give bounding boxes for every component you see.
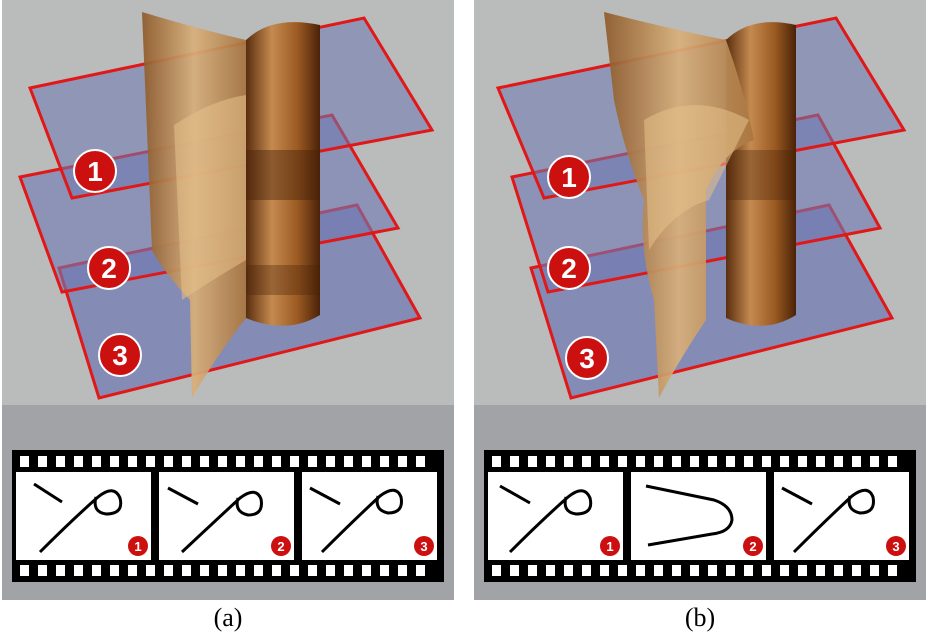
surface-highlight — [174, 95, 246, 300]
sprocket-row-top — [492, 456, 897, 467]
u-turn-curve — [645, 484, 734, 547]
loop-curve — [781, 486, 875, 554]
svg-text:1: 1 — [561, 162, 577, 193]
surface-band — [246, 265, 320, 295]
svg-text:2: 2 — [749, 539, 756, 554]
plane-marker-1: 1 — [547, 155, 591, 199]
film-frame-3: 3 — [774, 472, 909, 560]
plane-marker-3: 3 — [98, 333, 142, 377]
svg-text:3: 3 — [579, 343, 595, 374]
surface-highlight — [644, 105, 749, 250]
panel-a-figure: 1 2 3 1 — [2, 0, 454, 600]
svg-text:2: 2 — [101, 253, 117, 284]
svg-text:3: 3 — [892, 539, 899, 554]
film-frame-1: 1 — [488, 472, 623, 560]
sprocket-row-bottom — [492, 565, 897, 576]
film-frame-3: 3 — [302, 472, 437, 560]
panel-b-figure: 1 2 3 1 — [474, 0, 926, 600]
frame-marker — [886, 536, 906, 556]
loop-curve — [499, 484, 593, 554]
surface-band — [246, 150, 320, 200]
panel-b: 1 2 3 1 — [474, 0, 926, 600]
svg-text:3: 3 — [112, 340, 128, 371]
sprocket-row-bottom — [20, 565, 425, 576]
frame-marker — [414, 536, 434, 556]
surface-band — [726, 150, 796, 200]
frame-marker — [743, 536, 763, 556]
loop-curve — [309, 486, 403, 554]
film-frame-2: 2 — [159, 472, 294, 560]
frame-marker — [600, 536, 620, 556]
film-strip-b: 1 2 3 — [484, 450, 916, 582]
film-strip-a: 1 2 3 — [12, 450, 444, 582]
plane-marker-2: 2 — [87, 246, 131, 290]
panel-a: 1 2 3 1 — [2, 0, 454, 600]
frame-marker — [128, 536, 148, 556]
surface-cylinder — [246, 22, 320, 326]
svg-text:2: 2 — [277, 539, 284, 554]
frame-marker — [271, 536, 291, 556]
svg-text:1: 1 — [606, 539, 613, 554]
svg-text:3: 3 — [420, 539, 427, 554]
loop-curve — [33, 482, 123, 554]
plane-marker-3: 3 — [565, 336, 609, 380]
caption-b: (b) — [684, 603, 716, 632]
svg-text:1: 1 — [134, 539, 141, 554]
film-frame-2: 2 — [631, 472, 766, 560]
caption-a: (a) — [213, 603, 243, 632]
loop-curve — [167, 486, 263, 554]
film-frame-1: 1 — [16, 472, 151, 560]
sprocket-row-top — [20, 456, 425, 467]
plane-marker-1: 1 — [73, 149, 117, 193]
plane-marker-2: 2 — [547, 246, 591, 290]
svg-text:1: 1 — [87, 156, 103, 187]
svg-text:2: 2 — [561, 253, 577, 284]
